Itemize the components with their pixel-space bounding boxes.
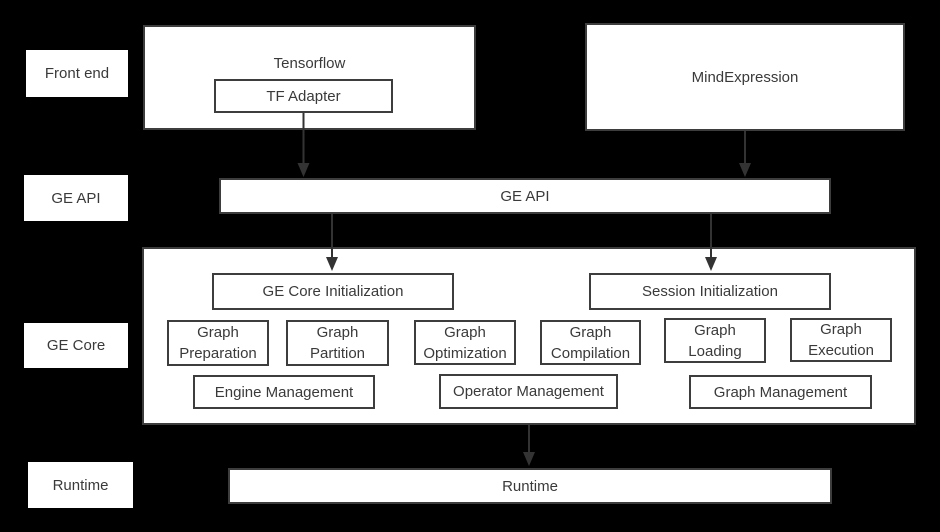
row-label-front-end: Front end [26,50,128,97]
row-label-ge-api: GE API [24,175,128,221]
graph-compilation-box: Graph Compilation [540,320,641,365]
graph-loading-box: Graph Loading [664,318,766,363]
tensorflow-box: Tensorflow TF Adapter [143,25,476,130]
operator-management-box: Operator Management [439,374,618,409]
row-label-runtime: Runtime [28,462,133,508]
graph-execution-box: Graph Execution [790,318,892,362]
tensorflow-title: Tensorflow [273,55,346,72]
tf-adapter-box: TF Adapter [214,79,393,113]
graph-optimization-box: Graph Optimization [414,320,516,365]
ge-api-bar: GE API [219,178,831,214]
graph-management-box: Graph Management [689,375,872,409]
arrow-ge-core-to-runtime [523,425,535,466]
row-label-ge-core: GE Core [24,323,128,368]
engine-management-box: Engine Management [193,375,375,409]
graph-preparation-box: Graph Preparation [167,320,269,366]
ge-core-initialization-box: GE Core Initialization [212,273,454,310]
arrow-mindexpression-to-ge-api [739,131,751,177]
graph-partition-box: Graph Partition [286,320,389,366]
mindexpression-box: MindExpression [585,23,905,131]
session-initialization-box: Session Initialization [589,273,831,310]
runtime-bar: Runtime [228,468,832,504]
